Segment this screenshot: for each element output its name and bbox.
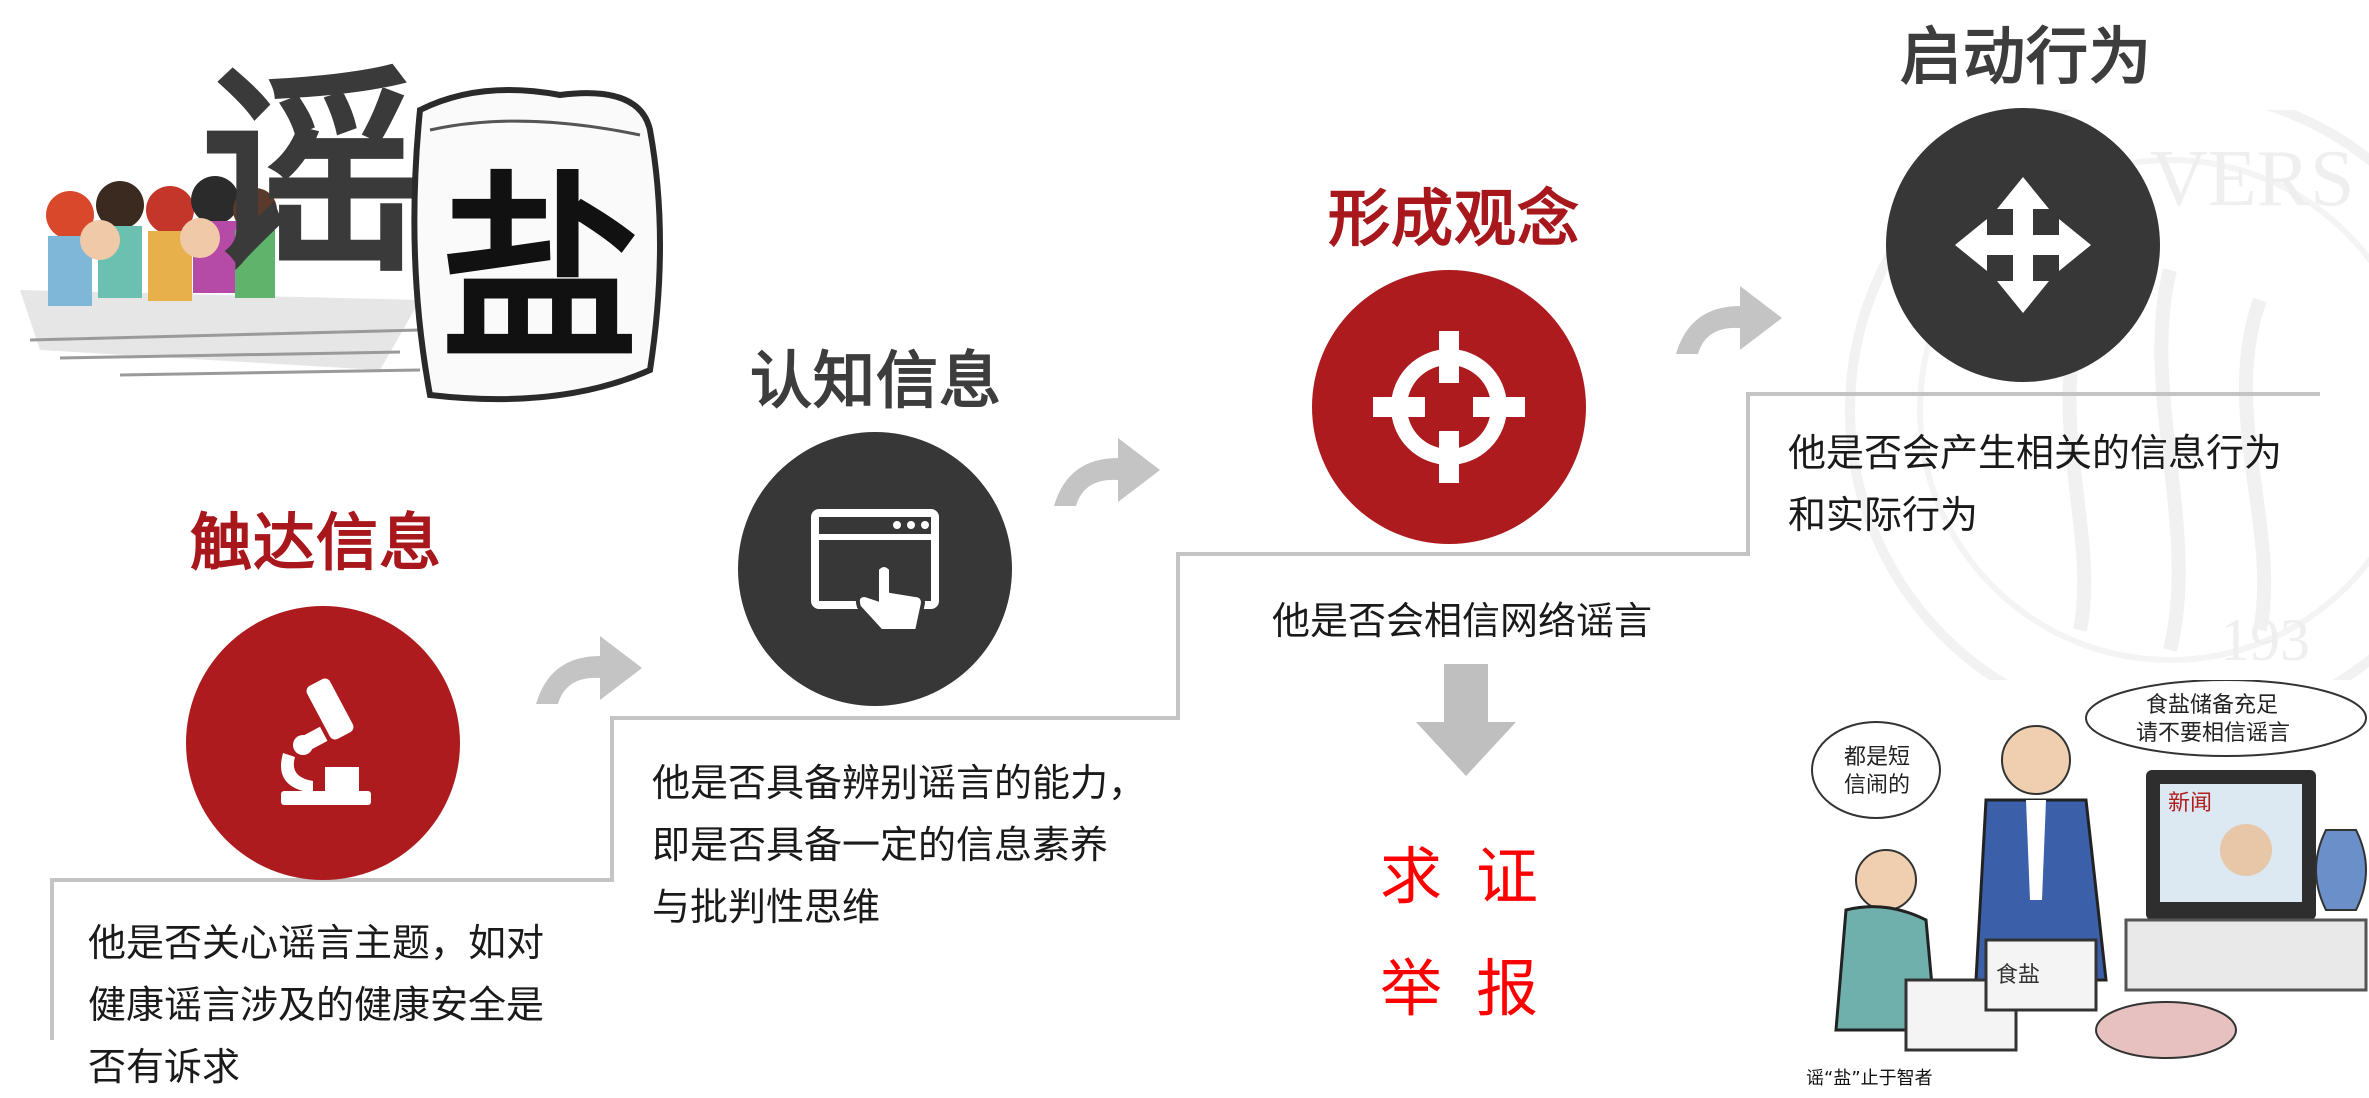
stage-1-desc-line: 否有诉求 (88, 1045, 241, 1089)
stage-2-desc-line: 即是否具备一定的信息素养 (652, 823, 1109, 867)
action-verify: 求证 (1380, 840, 1573, 913)
stage-1-description: 他是否关心谣言主题，如对 健康谣言涉及的健康安全是 否有诉求 (88, 912, 544, 1098)
stage-2-desc-line: 他是否具备辨别谣言的能力， (652, 761, 1147, 805)
cartoon-caption: 谣“盐”止于智者 (1806, 1068, 1933, 1089)
action-report: 举报 (1380, 952, 1573, 1025)
curved-arrow-icon (1054, 438, 1160, 506)
stage-4-circle (1886, 108, 2160, 382)
stage-1-title: 触达信息 (190, 506, 443, 579)
university-seal-watermark: VERS 193 (1845, 110, 2369, 730)
bubble-left-line: 都是短 (1844, 745, 1910, 770)
touch-screen-icon (811, 509, 939, 633)
stage-1-desc-line: 他是否关心谣言主题，如对 (88, 921, 545, 965)
stage-1-desc-line: 健康谣言涉及的健康安全是 (88, 983, 545, 1027)
stage-3-desc-line: 他是否会相信网络谣言 (1272, 599, 1653, 643)
stage-4-desc-line: 和实际行为 (1788, 493, 1979, 537)
curved-arrow-icon (536, 636, 642, 704)
rumor-character: 谣 (200, 46, 420, 302)
stage-1-circle (186, 606, 460, 880)
bubble-right-line: 请不要相信谣言 (2136, 721, 2290, 746)
stage-2-description: 他是否具备辨别谣言的能力， 即是否具备一定的信息素养 与批判性思维 (652, 752, 1146, 938)
bubble-left-line: 信闹的 (1844, 773, 1910, 798)
stage-4-title: 启动行为 (1900, 20, 2153, 93)
stage-4-description: 他是否会产生相关的信息行为 和实际行为 (1788, 422, 2282, 546)
bubble-right-line: 食盐储备充足 (2146, 693, 2278, 718)
stage-3-title: 形成观念 (1328, 182, 1581, 255)
stage-3-circle (1312, 270, 1586, 544)
microscope-icon (281, 678, 371, 805)
down-arrow-icon (1416, 664, 1516, 776)
salt-rumor-news-cartoon: 新闻 食盐 都是短 信闹的 食盐储备充足 请不要相信谣言 谣“盐”止于智者 (1786, 680, 2369, 1096)
stage-2-title: 认知信息 (750, 344, 1003, 417)
tv-label: 新闻 (2168, 791, 2212, 816)
stage-2-desc-line: 与批判性思维 (652, 885, 881, 929)
stage-3-description: 他是否会相信网络谣言 (1272, 590, 1652, 652)
stage-4-desc-line: 他是否会产生相关的信息行为 (1788, 431, 2283, 475)
box-label: 食盐 (1996, 963, 2040, 988)
rumor-salt-cartoon: 谣 盐 (0, 40, 690, 440)
watermark-text: VERS (2150, 135, 2355, 223)
salt-sack-character: 盐 (440, 155, 640, 388)
target-crosshair-icon (1373, 331, 1525, 483)
stage-2-circle (738, 432, 1012, 706)
move-arrows-icon (1955, 177, 2091, 313)
curved-arrow-icon (1676, 286, 1782, 354)
